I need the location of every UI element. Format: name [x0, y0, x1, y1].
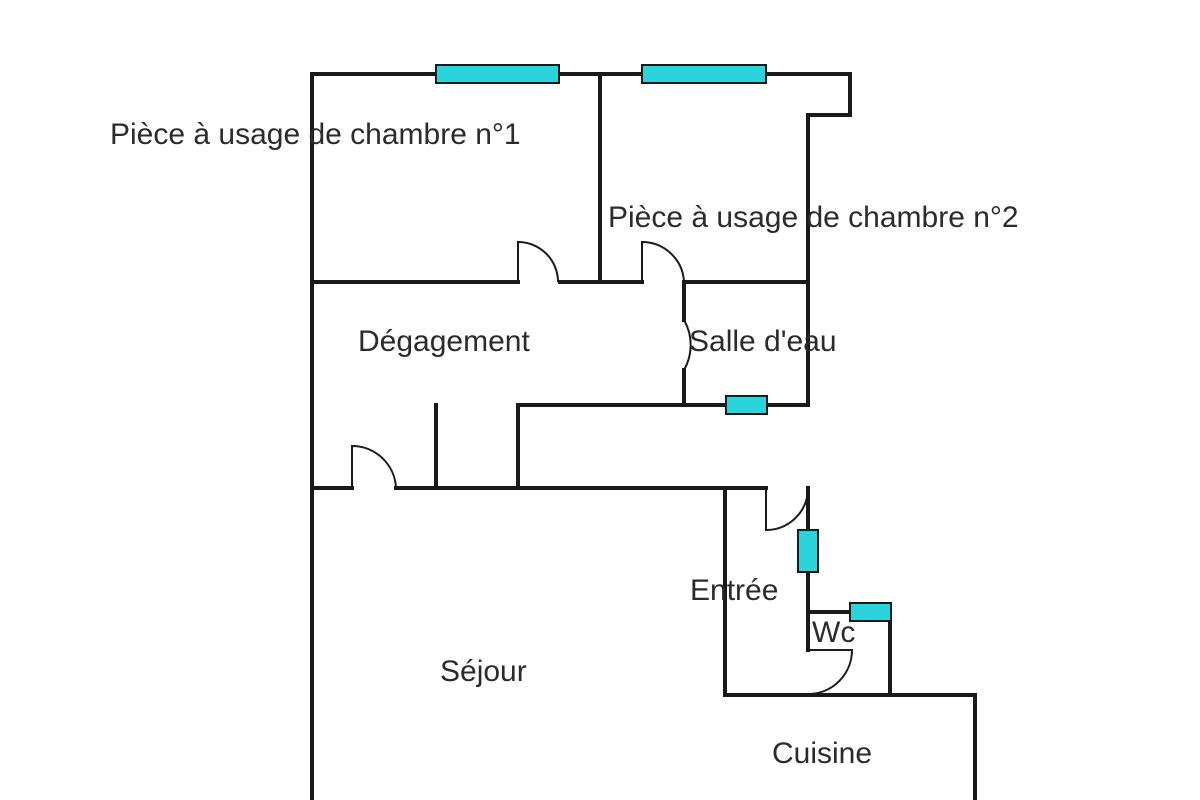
top-wall — [310, 72, 852, 800]
wc-door — [808, 649, 854, 695]
room-label-chambre-1: Pièce à usage de chambre n°1 — [110, 118, 521, 151]
room-label-chambre-2: Pièce à usage de chambre n°2 — [608, 201, 1019, 234]
bedroom1-door — [517, 240, 559, 283]
windows — [435, 64, 892, 622]
bedroom1-window — [435, 64, 560, 84]
bathroom-door — [683, 319, 692, 371]
bathroom-window — [725, 395, 768, 415]
room-label-cuisine: Cuisine — [772, 737, 873, 770]
bedroom2-door — [641, 240, 685, 283]
living-door — [351, 444, 397, 489]
room-label-wc: Wc — [812, 616, 856, 649]
entry-door — [765, 488, 809, 532]
doors — [351, 240, 854, 695]
room-label-degagement: Dégagement — [358, 325, 530, 358]
walls — [310, 72, 977, 800]
room-label-salle-eau: Salle d'eau — [689, 325, 837, 358]
wc-window — [849, 602, 892, 622]
bedroom2-window — [641, 64, 767, 84]
room-label-sejour: Séjour — [440, 655, 527, 688]
room-label-entree: Entrée — [690, 574, 779, 607]
entry-window — [797, 529, 819, 573]
